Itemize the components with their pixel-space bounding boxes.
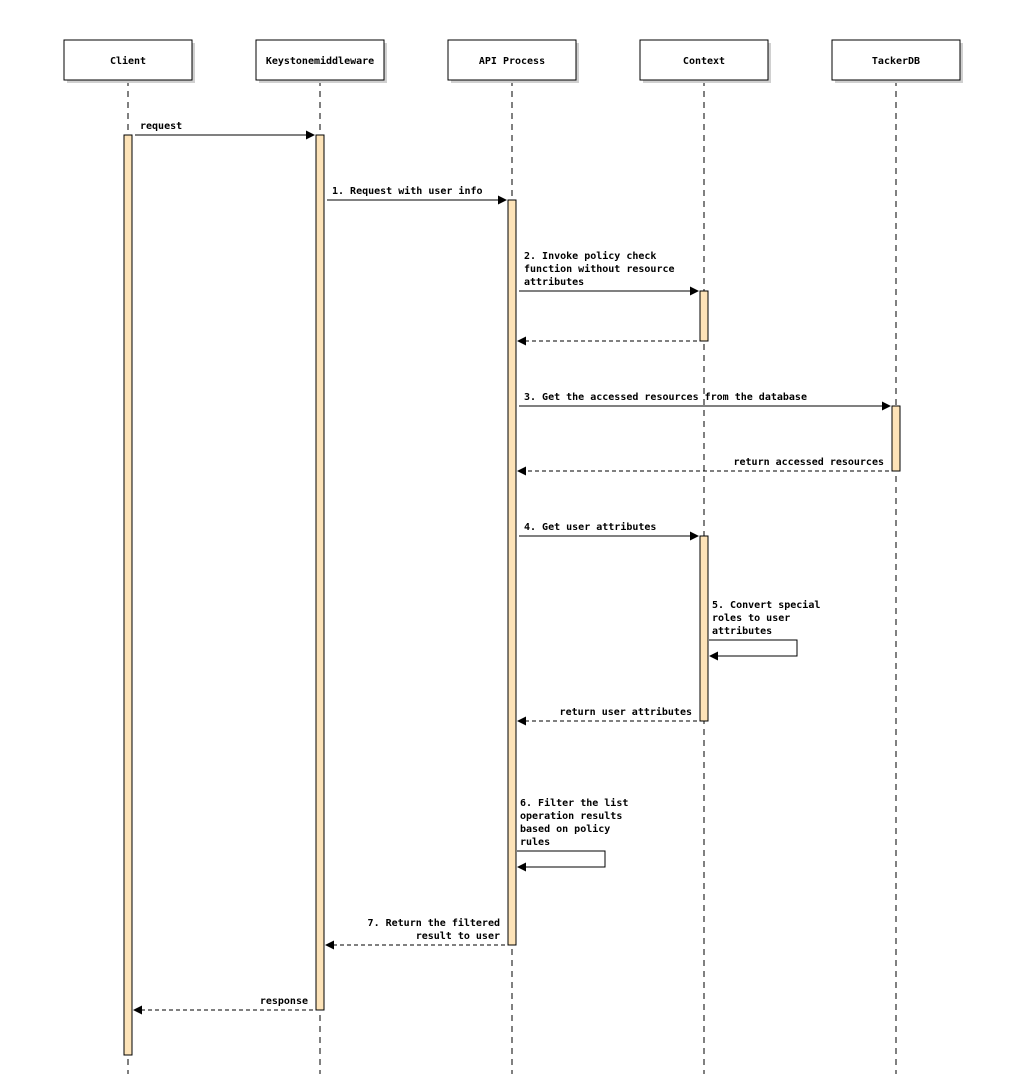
self-message-line <box>517 850 606 868</box>
message-m5: 5. Convert special roles to userattribute… <box>709 599 820 661</box>
arrowhead <box>133 1005 142 1015</box>
arrowhead <box>517 716 526 726</box>
message-label: return user attributes <box>560 706 692 718</box>
message-label: return accessed resources <box>733 457 884 468</box>
arrowhead <box>709 651 718 661</box>
message-label: attributes <box>712 625 772 637</box>
actor-client: Client <box>63 39 195 83</box>
message-label: rules <box>520 837 550 848</box>
message-label: attributes <box>524 276 584 288</box>
actor-box <box>255 39 385 81</box>
message-label: function without resource <box>524 263 675 275</box>
activation-bar-tackerdb <box>891 405 901 472</box>
activations-layer <box>123 134 901 1056</box>
actor-label: Client <box>110 55 146 67</box>
arrowhead <box>517 466 526 476</box>
message-m1: 1. Request with user info <box>327 185 507 205</box>
message-m4: 4. Get user attributes <box>519 521 699 541</box>
message-m7: 7. Return the filtered result to user <box>325 917 505 950</box>
actors-layer: Client Keystonemiddleware API Process Conte… <box>63 39 963 83</box>
message-label: roles to user <box>712 613 790 624</box>
activation-bar-keystone <box>315 134 325 1011</box>
actor-api: API Process <box>447 39 579 83</box>
actor-box <box>831 39 961 81</box>
message-label: result to user <box>416 931 500 942</box>
arrowhead <box>517 862 526 872</box>
activation-bar-client <box>123 134 133 1056</box>
message-label: operation results <box>520 810 622 822</box>
message-label: 3. Get the accessed resources from the d… <box>524 392 807 403</box>
arrowhead <box>306 130 315 140</box>
message-request: request <box>135 121 315 140</box>
messages-layer: request 1. Request with user info 2. Invok… <box>133 121 891 1015</box>
message-label: based on policy <box>520 823 610 835</box>
activation-bar-context <box>699 290 709 342</box>
actor-tackerdb: TackerDB <box>831 39 963 83</box>
arrowhead <box>690 531 699 541</box>
message-label: 1. Request with user info <box>332 185 483 197</box>
actor-keystone: Keystonemiddleware <box>255 39 387 83</box>
activation-bar-api <box>507 199 517 946</box>
arrowhead <box>517 336 526 346</box>
message-label: 6. Filter the list <box>520 797 628 809</box>
actor-context: Context <box>639 39 771 83</box>
message-m5r: return user attributes <box>517 706 697 726</box>
arrowhead <box>882 401 891 411</box>
actor-label: API Process <box>479 56 545 67</box>
actor-label: Context <box>683 56 725 67</box>
arrowhead <box>690 286 699 296</box>
message-label: 2. Invoke policy check <box>524 250 656 262</box>
actor-box <box>639 39 769 81</box>
message-label: 5. Convert special <box>712 599 820 611</box>
message-m3r: return accessed resources <box>517 457 889 476</box>
actor-label: Keystonemiddleware <box>266 55 374 67</box>
actor-box <box>63 39 193 81</box>
message-label: request <box>140 121 182 132</box>
self-message-line <box>709 639 798 657</box>
message-label: 4. Get user attributes <box>524 521 656 533</box>
message-label: 7. Return the filtered <box>368 917 500 929</box>
arrowhead <box>498 195 507 205</box>
activation-bar-context <box>699 535 709 722</box>
message-resp: response <box>133 996 313 1015</box>
message-m3: 3. Get the accessed resources from the d… <box>519 392 891 411</box>
message-m2r <box>517 336 697 346</box>
actor-box <box>447 39 577 81</box>
arrowhead <box>325 940 334 950</box>
actor-label: TackerDB <box>872 56 920 67</box>
message-label: response <box>260 996 308 1007</box>
